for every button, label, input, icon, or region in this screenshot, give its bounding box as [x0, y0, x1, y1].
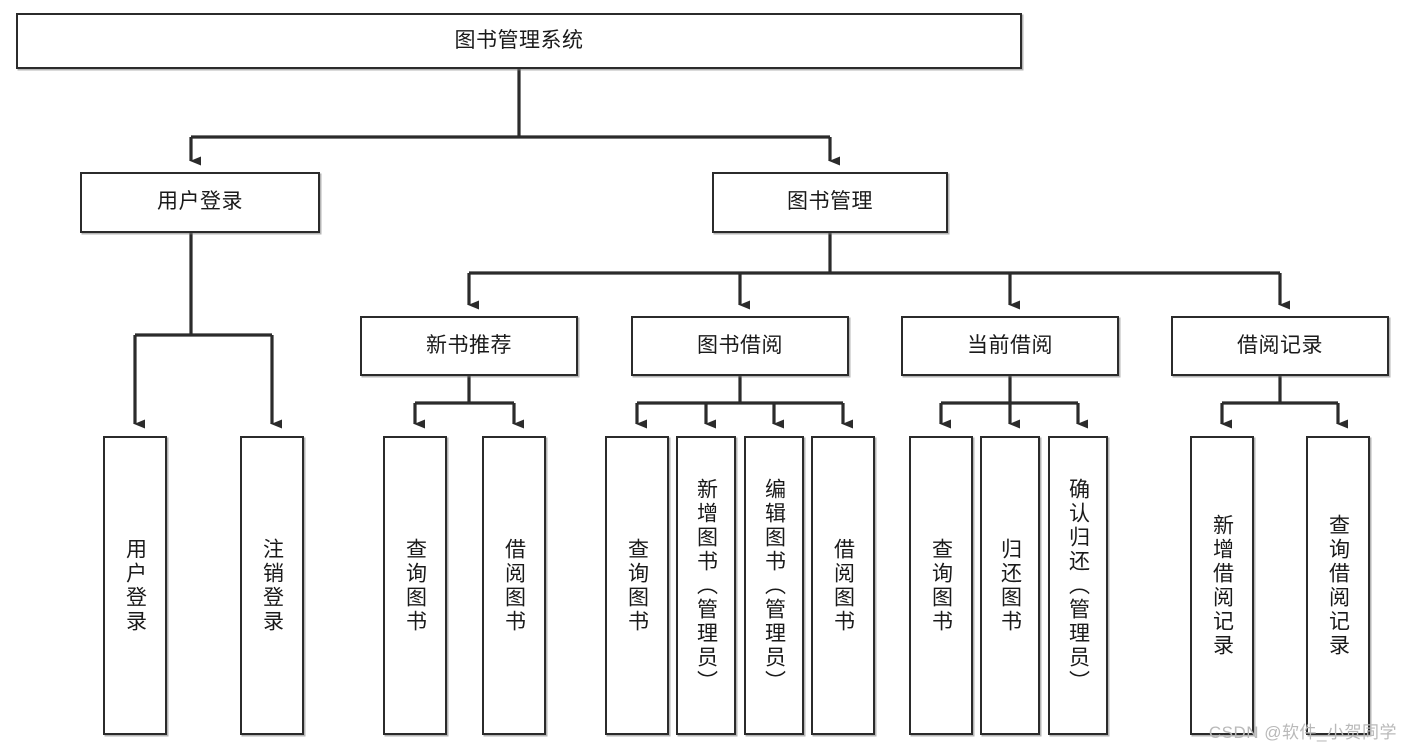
node-leaf-borrow-lend-book-label: 借阅图书: [831, 537, 855, 634]
node-leaf-new-query-book-label: 查询图书: [403, 537, 427, 634]
node-leaf-new-borrow-book-label: 借阅图书: [502, 537, 526, 634]
node-leaf-current-confirm-return[interactable]: 确认归还（管理员）: [1048, 436, 1108, 735]
node-leaf-borrow-lend-book[interactable]: 借阅图书: [811, 436, 875, 735]
node-leaf-current-return-book-label: 归还图书: [998, 537, 1022, 634]
node-user-login-module-label: 用户登录: [157, 190, 243, 214]
node-book-borrow-label: 图书借阅: [697, 333, 783, 357]
node-leaf-record-query-label: 查询借阅记录: [1326, 513, 1350, 658]
node-new-book-recommend-label: 新书推荐: [426, 333, 512, 357]
node-leaf-borrow-edit-book-label: 编辑图书（管理员）: [762, 477, 786, 694]
node-leaf-new-query-book[interactable]: 查询图书: [383, 436, 447, 735]
node-borrow-record[interactable]: 借阅记录: [1171, 316, 1389, 376]
node-leaf-borrow-query-book[interactable]: 查询图书: [605, 436, 669, 735]
node-leaf-user-login[interactable]: 用户登录: [103, 436, 167, 735]
csdn-watermark: CSDN @软件_小贺同学: [1208, 723, 1397, 742]
node-borrow-record-label: 借阅记录: [1237, 333, 1323, 357]
node-leaf-borrow-add-book-label: 新增图书（管理员）: [694, 477, 718, 694]
node-leaf-record-query[interactable]: 查询借阅记录: [1306, 436, 1370, 735]
node-current-borrow[interactable]: 当前借阅: [901, 316, 1119, 376]
node-leaf-new-borrow-book[interactable]: 借阅图书: [482, 436, 546, 735]
node-leaf-current-confirm-return-label: 确认归还（管理员）: [1066, 477, 1090, 694]
node-leaf-record-add-label: 新增借阅记录: [1210, 513, 1234, 658]
node-user-login-module[interactable]: 用户登录: [80, 172, 320, 233]
node-leaf-borrow-edit-book[interactable]: 编辑图书（管理员）: [744, 436, 804, 735]
node-leaf-user-logout-label: 注销登录: [260, 537, 284, 634]
node-book-management-module-label: 图书管理: [787, 190, 873, 214]
node-leaf-record-add[interactable]: 新增借阅记录: [1190, 436, 1254, 735]
node-leaf-current-query-book[interactable]: 查询图书: [909, 436, 973, 735]
node-root-label: 图书管理系统: [454, 28, 584, 52]
node-leaf-borrow-add-book[interactable]: 新增图书（管理员）: [676, 436, 736, 735]
node-root[interactable]: 图书管理系统: [16, 13, 1022, 69]
node-new-book-recommend[interactable]: 新书推荐: [360, 316, 578, 376]
node-current-borrow-label: 当前借阅: [967, 333, 1053, 357]
node-leaf-current-query-book-label: 查询图书: [929, 537, 953, 634]
node-book-management-module[interactable]: 图书管理: [712, 172, 948, 233]
node-leaf-user-logout[interactable]: 注销登录: [240, 436, 304, 735]
node-book-borrow[interactable]: 图书借阅: [631, 316, 849, 376]
node-leaf-borrow-query-book-label: 查询图书: [625, 537, 649, 634]
node-leaf-current-return-book[interactable]: 归还图书: [980, 436, 1040, 735]
node-leaf-user-login-label: 用户登录: [123, 537, 147, 634]
